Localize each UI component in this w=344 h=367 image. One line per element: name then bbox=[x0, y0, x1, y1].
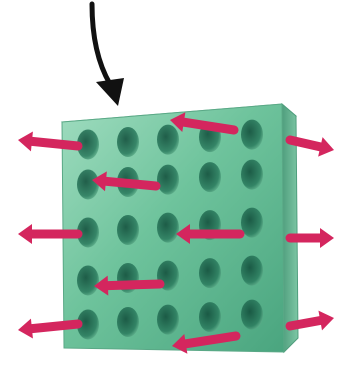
inflow-arrow-head bbox=[96, 78, 124, 106]
pore bbox=[157, 213, 179, 243]
inflow-arrow bbox=[92, 4, 124, 106]
inflow-arrow-shaft bbox=[92, 4, 110, 84]
pore bbox=[157, 305, 179, 335]
internal-flow-arrow-shaft bbox=[106, 181, 156, 186]
pore bbox=[241, 256, 263, 286]
right-outflow-arrow-head bbox=[318, 137, 334, 157]
left-outflow-arrow-head bbox=[18, 319, 33, 339]
pore bbox=[77, 169, 99, 199]
right-outflow-arrow-shaft bbox=[290, 321, 320, 326]
pore bbox=[117, 127, 139, 157]
pore bbox=[77, 265, 99, 295]
pore bbox=[157, 125, 179, 155]
pore bbox=[117, 215, 139, 245]
left-outflow-arrow-shaft bbox=[32, 141, 78, 146]
pore bbox=[199, 302, 221, 332]
pore bbox=[241, 160, 263, 190]
pore bbox=[199, 258, 221, 288]
left-outflow-arrow-shaft bbox=[32, 324, 78, 329]
left-outflow-arrow-head bbox=[18, 224, 32, 244]
left-outflow-arrow-head bbox=[18, 131, 33, 151]
pore bbox=[241, 300, 263, 330]
internal-flow-arrow-shaft bbox=[108, 284, 160, 286]
right-outflow-arrow-head bbox=[320, 228, 334, 248]
pore bbox=[241, 120, 263, 150]
right-outflow-arrow-head bbox=[318, 311, 334, 331]
pore bbox=[157, 165, 179, 195]
pore bbox=[199, 162, 221, 192]
pore bbox=[117, 307, 139, 337]
